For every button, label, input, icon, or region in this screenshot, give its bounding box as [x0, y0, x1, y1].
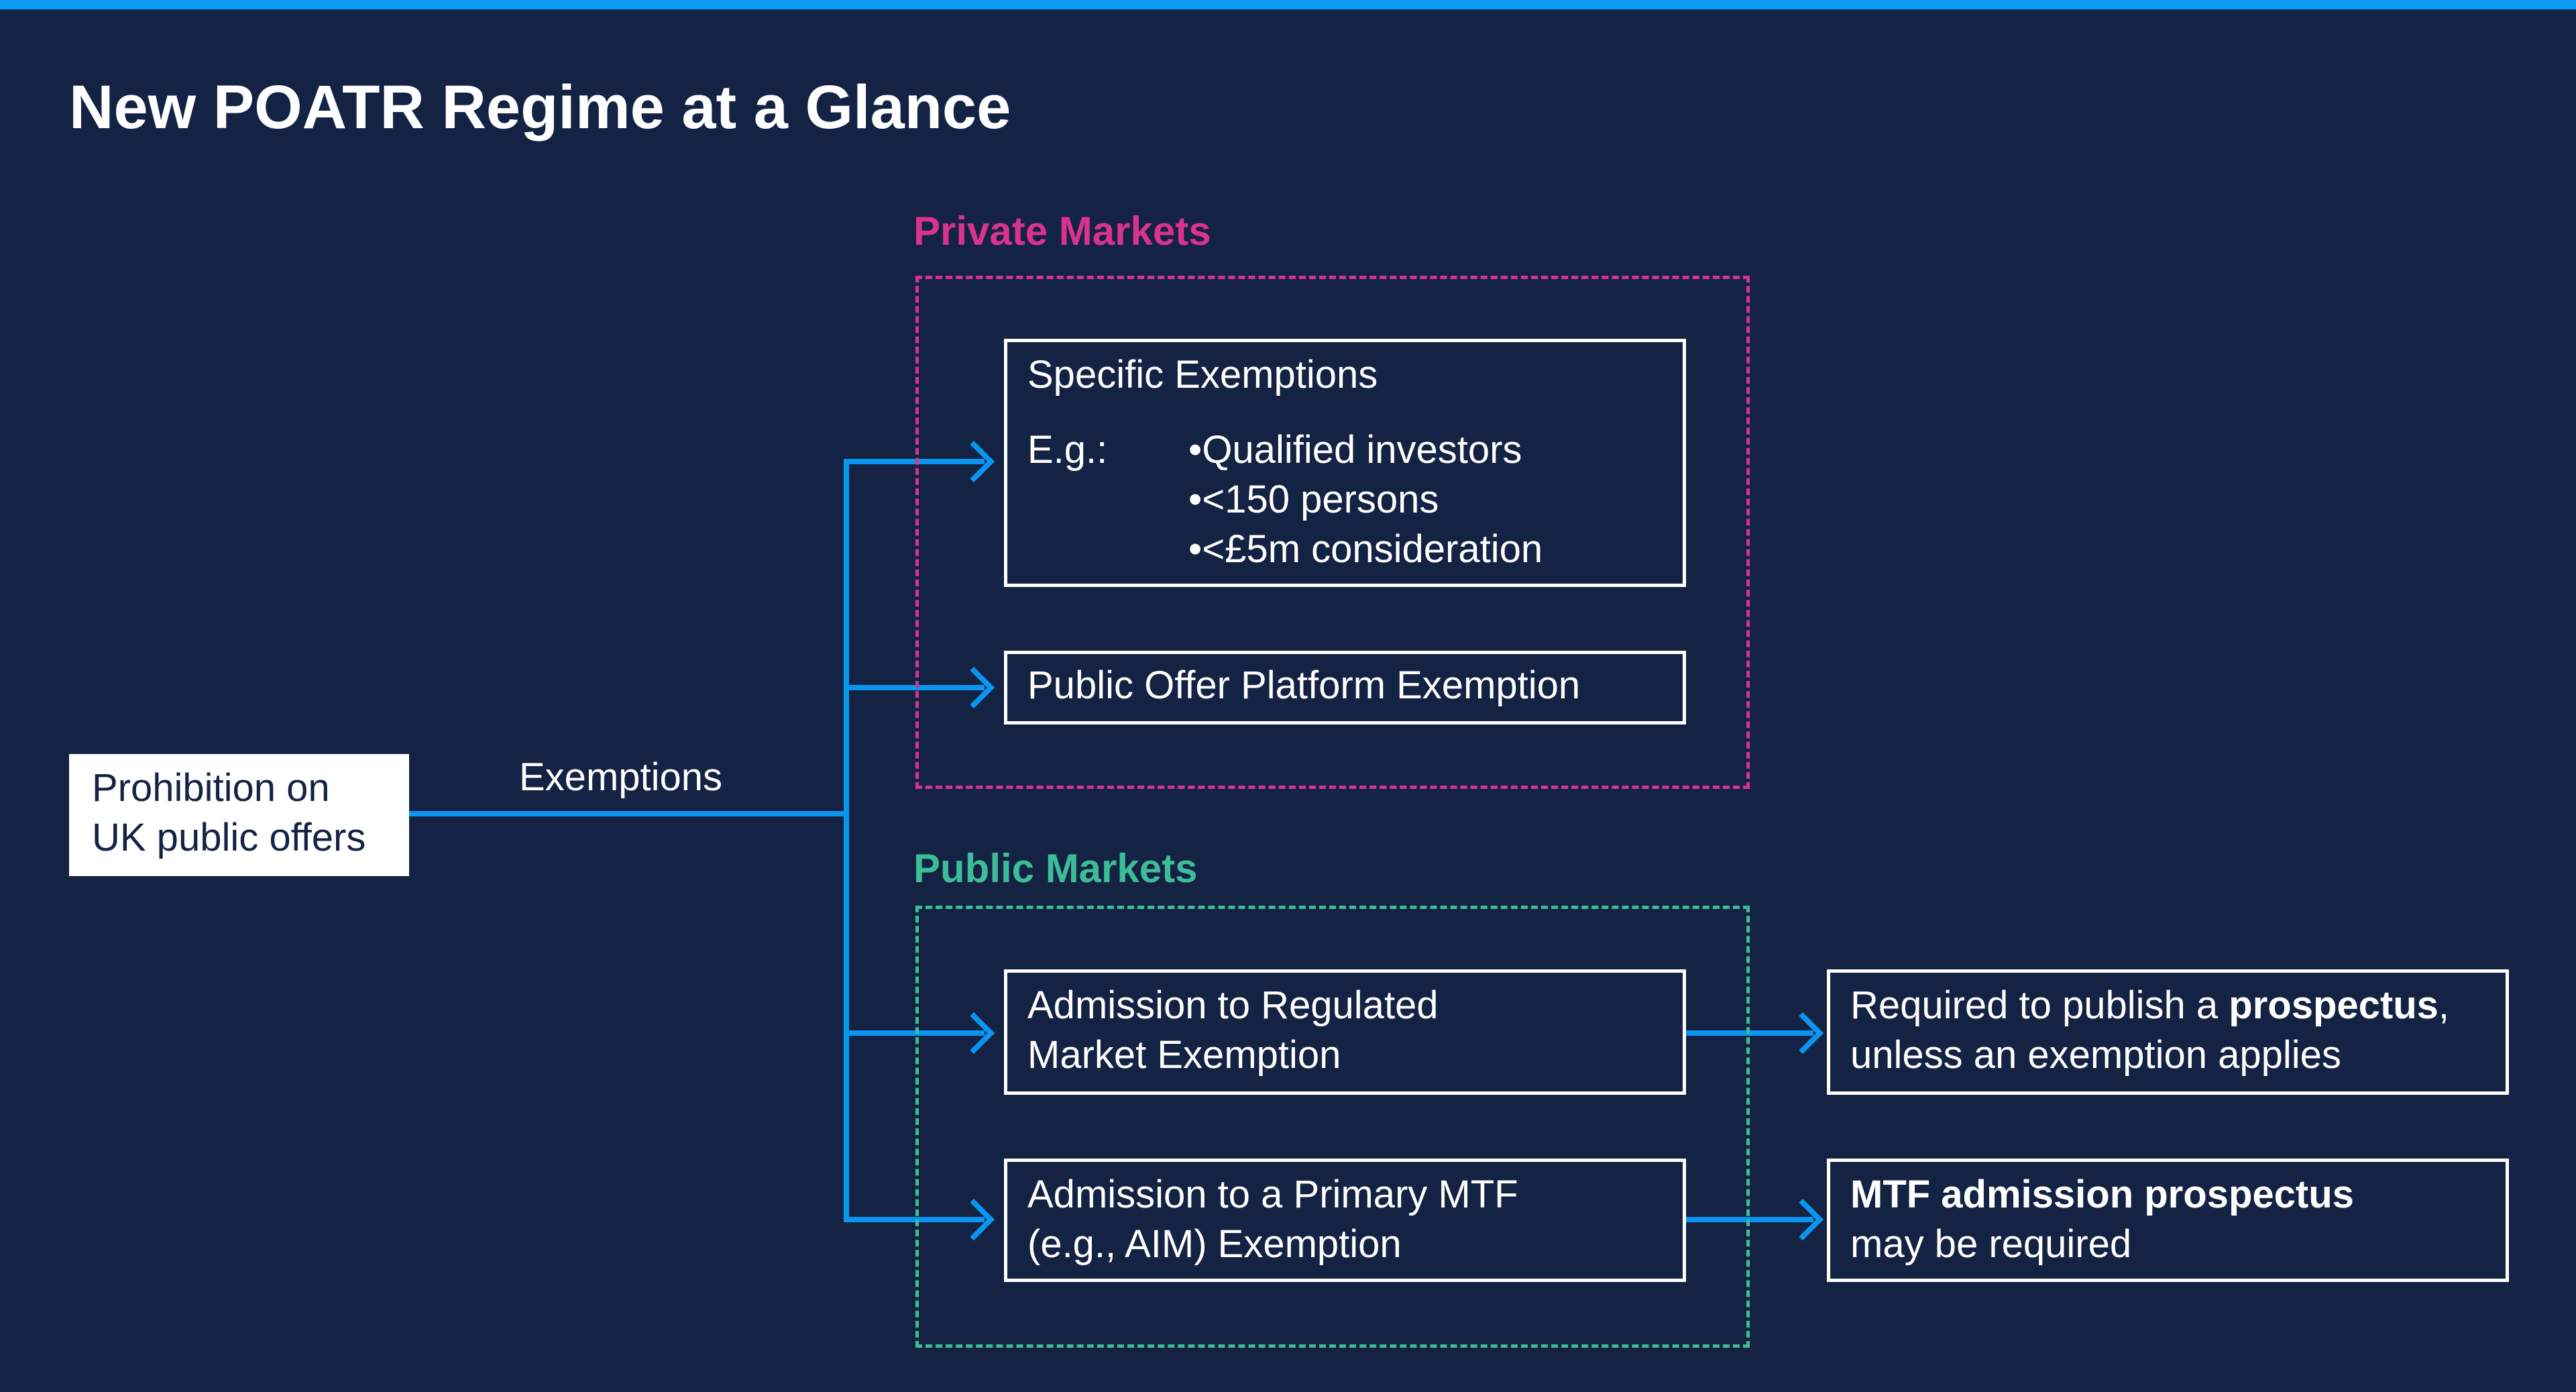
public-offer-platform-label: Public Offer Platform Exemption [1027, 663, 1581, 707]
specific-exemptions-box: Specific Exemptions E.g.: Qualified inve… [1004, 339, 1686, 587]
connector-main-horizontal [409, 811, 849, 816]
list-item: <£5m consideration [1188, 525, 1543, 574]
prohibition-line2: UK public offers [92, 816, 366, 859]
prohibition-node: Prohibition on UK public offers [69, 754, 409, 876]
outcome-bold-text: prospectus [2229, 983, 2439, 1027]
connector-to-specific [844, 459, 985, 464]
specific-exemptions-list: Qualified investors <150 persons <£5m co… [1188, 425, 1543, 574]
connector-to-mtf [844, 1217, 985, 1222]
public-offer-platform-box: Public Offer Platform Exemption [1004, 651, 1686, 725]
connector-to-regulated [844, 1030, 985, 1036]
private-markets-label: Private Markets [913, 209, 1211, 254]
mtf-outcome-line2: may be required [1850, 1222, 2132, 1266]
page-title: New POATR Regime at a Glance [69, 73, 1011, 142]
regulated-outcome-line2: unless an exemption applies [1850, 1033, 2341, 1077]
connector-regulated-outcome [1686, 1030, 1813, 1036]
regulated-outcome-box: Required to publish a prospectus, unless… [1827, 969, 2509, 1095]
top-accent-bar [0, 0, 2576, 9]
connector-mtf-outcome [1686, 1217, 1813, 1222]
list-item: Qualified investors [1188, 425, 1543, 475]
primary-mtf-line2: (e.g., AIM) Exemption [1027, 1222, 1402, 1266]
mtf-outcome-box: MTF admission prospectus may be required [1827, 1159, 2509, 1282]
outcome-bold-text: MTF admission prospectus [1850, 1173, 2354, 1216]
outcome-text: Required to publish a [1850, 983, 2229, 1027]
specific-exemptions-title: Specific Exemptions [1027, 353, 1378, 396]
outcome-punct: , [2438, 983, 2450, 1027]
list-item: <150 persons [1188, 475, 1543, 525]
regulated-market-line2: Market Exemption [1027, 1033, 1341, 1077]
mtf-outcome-line1: MTF admission prospectus [1850, 1170, 2485, 1220]
regulated-market-line1: Admission to Regulated [1027, 983, 1439, 1027]
prohibition-line1: Prohibition on [92, 766, 330, 810]
primary-mtf-line1: Admission to a Primary MTF [1027, 1173, 1518, 1216]
public-markets-label: Public Markets [913, 846, 1198, 891]
connector-to-platform [844, 685, 985, 690]
arrow-mtf-outcome-icon [1781, 1198, 1824, 1241]
connector-trunk-vertical [844, 459, 849, 1222]
eg-label: E.g.: [1027, 428, 1108, 472]
regulated-outcome-line1: Required to publish a prospectus, [1850, 981, 2485, 1030]
arrow-regulated-outcome-icon [1781, 1012, 1824, 1055]
primary-mtf-box: Admission to a Primary MTF (e.g., AIM) E… [1004, 1159, 1686, 1282]
public-markets-group [915, 906, 1750, 1348]
regulated-market-box: Admission to Regulated Market Exemption [1004, 969, 1686, 1095]
private-markets-group [915, 276, 1750, 789]
exemptions-connector-label: Exemptions [519, 755, 723, 799]
